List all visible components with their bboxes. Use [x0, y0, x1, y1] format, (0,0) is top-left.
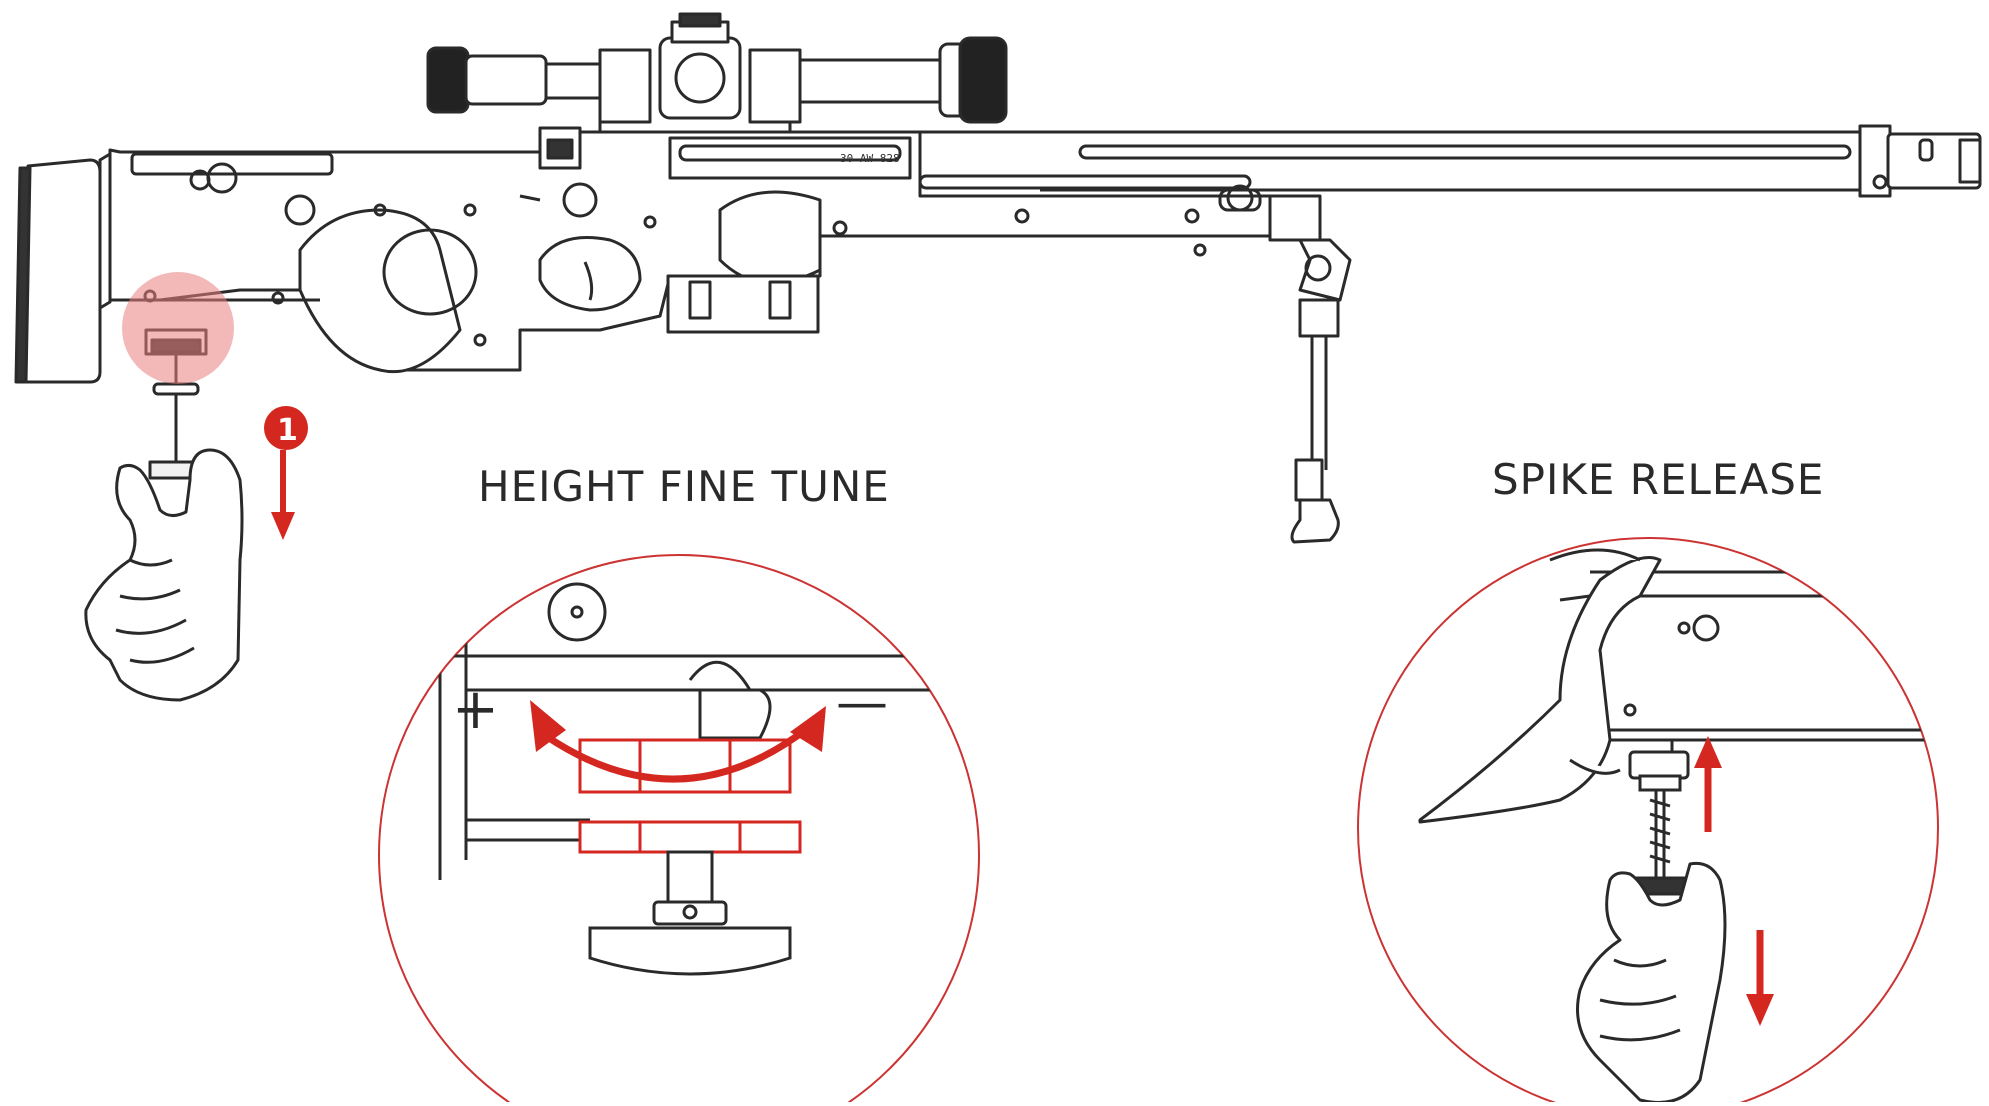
chassis: 30 AW 828	[98, 126, 1272, 374]
hand-pulling-icon-detail	[1576, 861, 1727, 1104]
step-one-marker: 1	[264, 406, 308, 450]
adjuster-foot	[588, 850, 792, 976]
hand-gripping-icon	[1418, 548, 1662, 824]
detail-circle-height	[378, 554, 980, 1106]
barrel-marking: 30 AW 828	[840, 152, 900, 165]
hand-pulling-icon	[84, 448, 244, 702]
scope	[426, 12, 1008, 136]
spike-release-label: SPIKE RELEASE	[1492, 455, 1825, 504]
barrel	[880, 124, 1982, 198]
height-fine-tune-label: HEIGHT FINE TUNE	[478, 462, 890, 511]
arrow-up-icon	[1694, 736, 1722, 832]
detail-circle-spike	[1357, 537, 1939, 1106]
double-arrow-curve-icon	[530, 700, 826, 783]
arrow-down-icon-detail	[1746, 930, 1774, 1026]
rifle-illustration: 30 AW 828	[14, 12, 1982, 544]
plus-sign: +	[452, 677, 499, 742]
arrow-down-icon	[271, 450, 295, 540]
highlight-spot	[122, 272, 234, 384]
butt-stock	[14, 158, 102, 384]
minus-sign: —	[836, 673, 888, 733]
height-detail-drawing	[438, 582, 960, 880]
step-number: 1	[277, 413, 298, 448]
bipod	[1268, 194, 1352, 544]
